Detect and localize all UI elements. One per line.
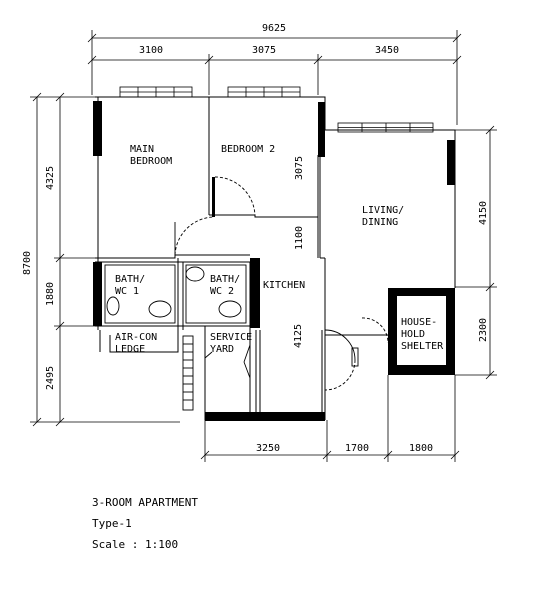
dim-bottom-2: 1700 — [345, 443, 369, 454]
label-bath1-2: WC 1 — [115, 286, 139, 297]
label-bath2-2: WC 2 — [210, 286, 234, 297]
label-living-2: DINING — [362, 217, 398, 228]
right-dimensions — [455, 125, 497, 380]
dim-left-total: 8700 — [22, 251, 33, 275]
dim-corridor: 1100 — [294, 226, 305, 250]
footer-title: 3-ROOM APARTMENT — [92, 496, 198, 509]
doors — [174, 176, 389, 400]
label-bath1-1: BATH/ — [115, 274, 145, 285]
dim-kitchen-length: 4125 — [293, 324, 304, 348]
label-living-1: LIVING/ — [362, 205, 404, 216]
dim-top-2: 3075 — [252, 45, 276, 56]
toilet-2-icon — [185, 266, 205, 282]
dim-top-1: 3100 — [139, 45, 163, 56]
shelter-interior — [397, 296, 446, 365]
dim-bottom-1: 3250 — [256, 443, 280, 454]
label-shelter-1: HOUSE- — [401, 317, 437, 328]
basin-2-icon — [218, 300, 242, 318]
dim-bottom-3: 1800 — [409, 443, 433, 454]
label-shelter-3: SHELTER — [401, 341, 444, 352]
label-bath2-1: BATH/ — [210, 274, 240, 285]
label-main-bedroom-1: MAIN — [130, 144, 154, 155]
dim-bedroom2-height: 3075 — [294, 156, 305, 180]
dim-right-1: 4150 — [478, 201, 489, 225]
top-dimensions — [87, 30, 462, 125]
dim-left-3: 2495 — [45, 366, 56, 390]
dim-top-total: 9625 — [262, 23, 286, 34]
left-dimensions — [30, 92, 180, 427]
label-service-2: YARD — [210, 344, 234, 355]
bottom-dimensions — [200, 375, 460, 462]
fixtures — [104, 264, 247, 411]
label-aircon-1: AIR-CON — [115, 332, 157, 343]
label-service-1: SERVICE — [210, 332, 252, 343]
service-yard-rack — [182, 335, 194, 411]
label-aircon-2: LEDGE — [115, 344, 145, 355]
label-main-bedroom-2: BEDROOM — [130, 156, 172, 167]
label-bedroom-2: BEDROOM 2 — [221, 144, 275, 155]
footer-type: Type-1 — [92, 517, 132, 530]
label-kitchen: KITCHEN — [263, 280, 305, 291]
dim-left-2: 1880 — [45, 282, 56, 306]
dim-right-2: 2300 — [478, 318, 489, 342]
label-shelter-2: HOLD — [401, 329, 425, 340]
basin-1-icon — [148, 300, 172, 318]
toilet-1-icon — [106, 296, 120, 316]
dim-top-3: 3450 — [375, 45, 399, 56]
windows — [119, 86, 434, 133]
footer-scale: Scale : 1:100 — [92, 538, 179, 551]
dim-left-1: 4325 — [45, 166, 56, 190]
